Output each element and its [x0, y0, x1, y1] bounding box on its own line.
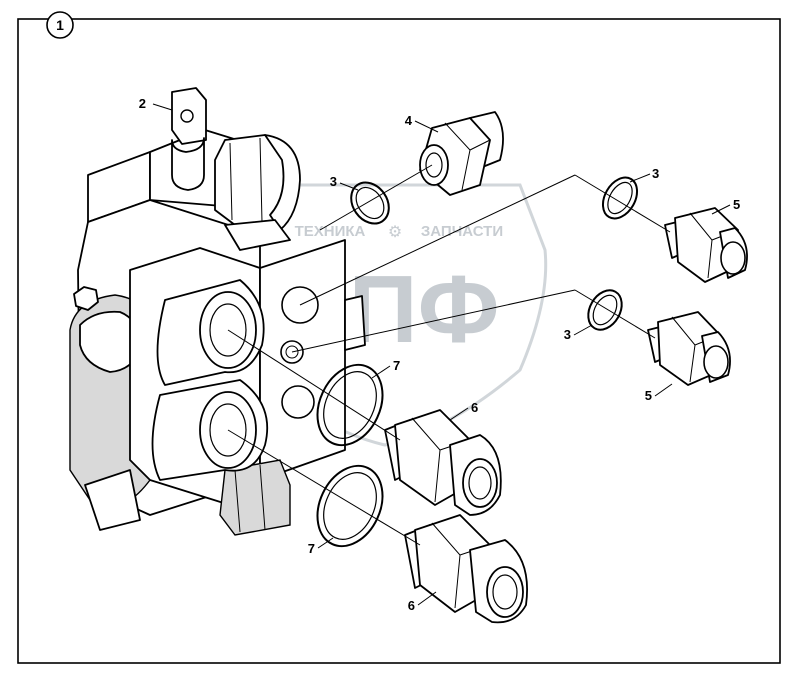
- callout-7-lower: 7: [308, 541, 315, 556]
- part-7-gasket-lower: [316, 464, 384, 548]
- part-7-gasket-upper: [316, 363, 384, 447]
- top-hex-plug: [214, 134, 301, 251]
- callout-5-lower: 5: [645, 388, 652, 403]
- callout-4: 4: [405, 113, 413, 128]
- callout-3-upper-right: 3: [652, 166, 659, 181]
- valve-block-assembly: [69, 87, 366, 536]
- upper-port-cylinder: [156, 279, 265, 386]
- watermark-left-word: ТЕХНИКА: [295, 223, 366, 240]
- callout-6-lower: 6: [408, 598, 415, 613]
- part-2-pin: [171, 87, 207, 191]
- part-3-oring-upper-right: [601, 176, 639, 220]
- part-6-fitting-upper: [384, 409, 502, 516]
- part-6-fitting-lower: [404, 514, 528, 624]
- part-5-fitting-upper: [664, 207, 748, 283]
- callout-7-upper: 7: [393, 358, 400, 373]
- figure-number: 1: [56, 17, 64, 33]
- gear-icon: ⚙: [388, 224, 402, 241]
- callouts: 2 4 3 3 5 3 5 7 6 7 6: [139, 96, 740, 613]
- figure-number-badge: 1: [46, 11, 74, 39]
- callout-2: 2: [139, 96, 146, 111]
- assembly-axis-lines: [227, 164, 671, 546]
- callout-3-upper-left: 3: [330, 174, 337, 189]
- callout-3-lower: 3: [564, 327, 571, 342]
- part-3-oring-lower-right: [587, 289, 623, 331]
- part-5-fitting-lower: [647, 311, 731, 386]
- diagram-frame: [17, 18, 781, 664]
- part-4-union-fitting: [419, 111, 504, 196]
- callout-5-upper: 5: [733, 197, 740, 212]
- callout-6-upper: 6: [471, 400, 478, 415]
- lower-port-cylinder: [151, 379, 269, 481]
- watermark-right-word: ЗАПЧАСТИ: [421, 223, 503, 240]
